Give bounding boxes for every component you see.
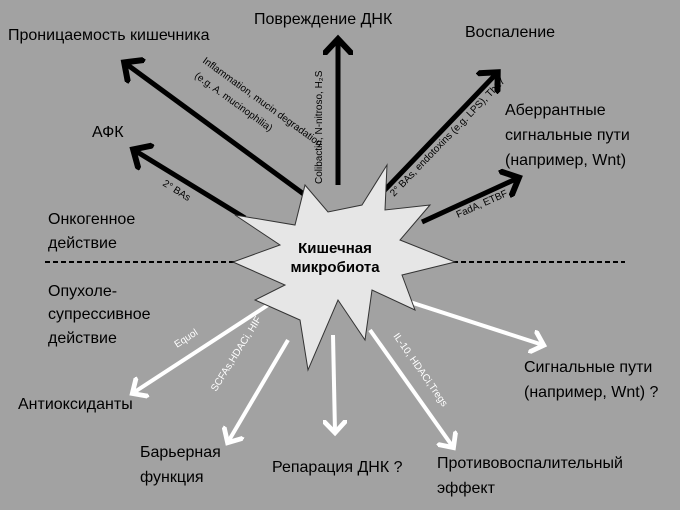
effect-inflammation: Воспаление <box>465 24 555 41</box>
mediator-permeability-1: Inflammation, mucin degradation <box>200 56 324 150</box>
arrow-antioxidants <box>133 303 270 393</box>
effect-anti-inflammatory-2: эффект <box>437 480 496 497</box>
effect-anti-inflammatory-1: Противовоспалительный <box>437 455 623 472</box>
arrow-inflammation <box>378 73 497 197</box>
mediator-dna-damage: Colibactin, N-nitroso, H₂S <box>314 70 325 184</box>
effect-signaling-2: (например, Wnt) ? <box>524 384 658 401</box>
arrow-permeability <box>125 63 307 198</box>
suppressive-label-1: Опухоле- <box>48 283 117 300</box>
effect-antioxidants: Антиоксиданты <box>18 396 133 413</box>
arrow-signaling <box>409 300 543 345</box>
suppressive-label-3: действие <box>48 330 117 347</box>
arrow-anti-inflammatory <box>368 328 453 447</box>
center-label-line2: микробиота <box>290 259 380 276</box>
arrow-dna-repair <box>333 334 335 432</box>
effect-permeability: Проницаемость кишечника <box>8 27 210 44</box>
mediator-inflammation: 2° BAs, endotoxins (e.g. LPS), Th17 <box>388 76 508 199</box>
effect-aberrant-3: (например, Wnt) <box>505 152 626 169</box>
mediator-antioxidants: Equol <box>173 327 200 350</box>
effect-dna-repair: Репарация ДНК ? <box>272 459 403 476</box>
oncogenic-label-1: Онкогенное <box>48 211 135 228</box>
suppressive-label-2: супрессивное <box>48 306 151 323</box>
effect-barrier-2: функция <box>140 469 204 486</box>
effect-aberrant-2: сигнальные пути <box>505 127 630 144</box>
arrow-aberrant-signaling <box>420 178 518 225</box>
oncogenic-label-2: действие <box>48 235 117 252</box>
effect-ros: АФК <box>92 124 124 141</box>
center-label-line1: Кишечная <box>298 240 372 257</box>
microbiota-star <box>231 163 457 372</box>
arrow-ros <box>134 150 247 221</box>
arrow-barrier <box>228 338 290 442</box>
effect-aberrant-1: Аберрантные <box>505 102 606 119</box>
effect-dna-damage: Повреждение ДНК <box>254 11 393 28</box>
effect-signaling-1: Сигнальные пути <box>524 359 652 376</box>
effect-barrier-1: Барьерная <box>140 444 221 461</box>
